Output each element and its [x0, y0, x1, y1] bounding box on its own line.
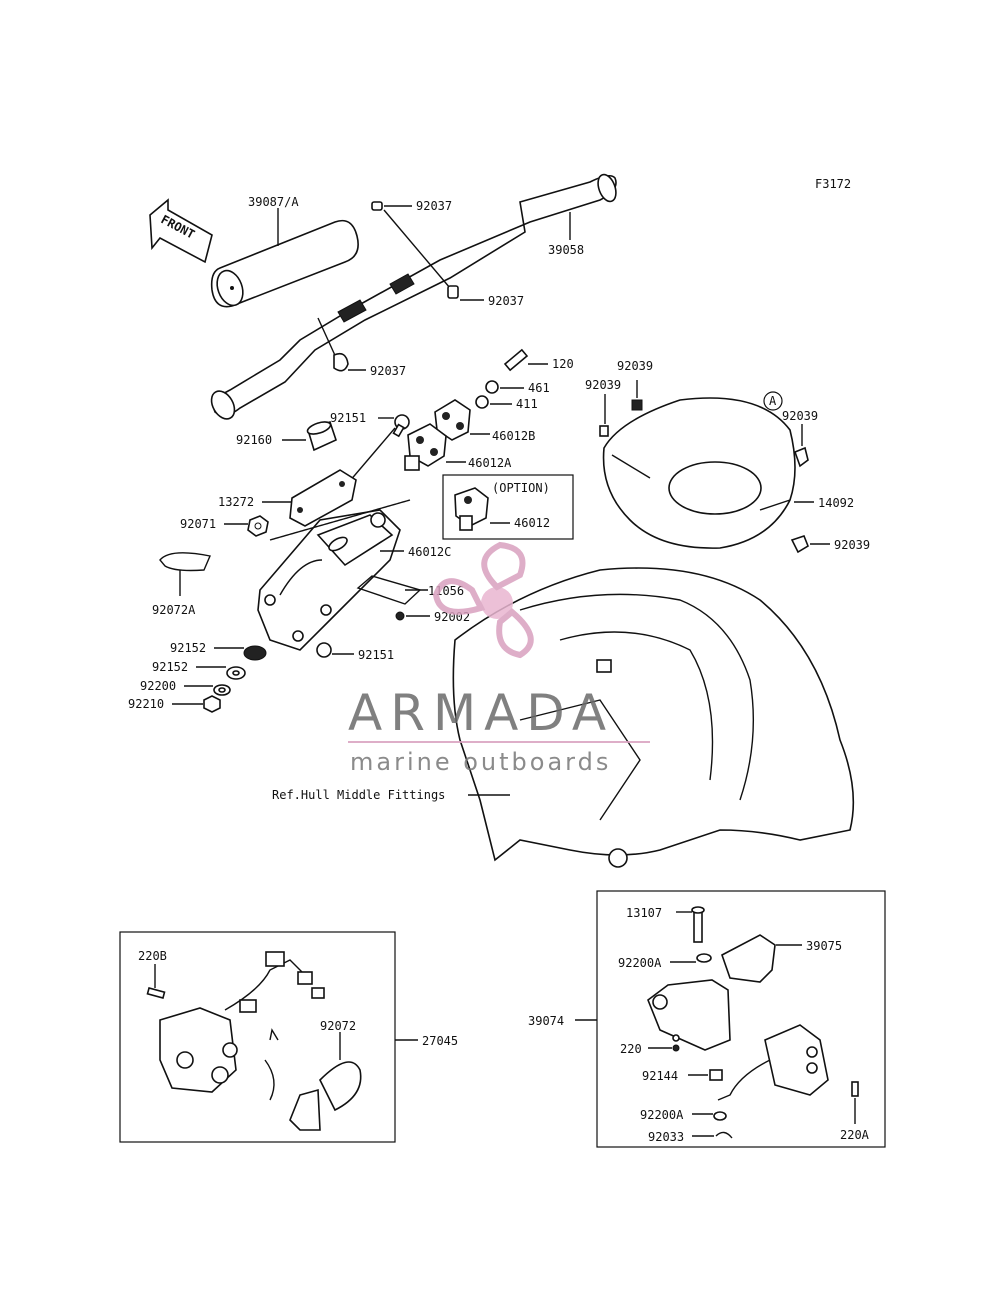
- throttle-lever-box: [596, 890, 886, 1148]
- holder-46012A: [404, 423, 447, 471]
- nut-92071: [247, 515, 269, 537]
- steering-column: [257, 509, 401, 651]
- callout-13272: 13272: [218, 495, 254, 509]
- callout-46012C: 46012C: [408, 545, 451, 559]
- callout-46012B: 46012B: [492, 429, 535, 443]
- clip-92039-right: [793, 446, 809, 468]
- callout-92152-b: 92152: [152, 660, 188, 674]
- callout-220A: 220A: [840, 1128, 870, 1142]
- washer-92200A-upper: [696, 953, 712, 963]
- screw-92002: [395, 611, 405, 621]
- ref-hull-label: Ref.Hull Middle Fittings: [272, 788, 445, 802]
- callout-92200: 92200: [140, 679, 176, 693]
- callout-92072: 92072: [320, 1019, 356, 1033]
- armada-watermark: ARMADA marine outboards: [348, 541, 650, 776]
- callout-92160: 92160: [236, 433, 272, 447]
- bolt-13107: [691, 906, 705, 943]
- svg-text:A: A: [769, 394, 777, 408]
- spring-92144: [709, 1069, 723, 1081]
- option-box: (OPTION) 46012: [442, 474, 574, 540]
- band-92072A: [159, 552, 211, 572]
- propeller-logo-icon: [432, 541, 534, 659]
- nut-92210: [203, 695, 221, 713]
- bolt-120: [503, 348, 529, 372]
- washer-92152-b: [226, 666, 246, 680]
- clip-lower: [333, 352, 349, 372]
- callout-92151-upper: 92151: [330, 411, 366, 425]
- clip-upper: [371, 201, 383, 211]
- handlebar: [210, 173, 617, 420]
- washer-411: [475, 395, 489, 409]
- bolt-92151-upper: [392, 414, 410, 438]
- switch-assembly-box: [119, 931, 396, 1143]
- callout-92200A-upper: 92200A: [618, 956, 662, 970]
- callout-92039-right: 92039: [782, 409, 818, 423]
- callout-92033: 92033: [648, 1130, 684, 1144]
- callout-92200A-lower: 92200A: [640, 1108, 684, 1122]
- bolt-92151-lower: [316, 642, 332, 658]
- clip-92039-left: [599, 425, 609, 437]
- grommet-92039-center: [631, 399, 643, 411]
- washer-92200A-lower: [713, 1111, 727, 1121]
- callout-14092: 14092: [818, 496, 854, 510]
- callout-92037-lower: 92037: [370, 364, 406, 378]
- cover-14092: [602, 397, 796, 549]
- callout-220B: 220B: [138, 949, 167, 963]
- callout-39058: 39058: [548, 243, 584, 257]
- bracket-13272: [289, 469, 357, 527]
- callout-92152-a: 92152: [170, 641, 206, 655]
- hull-middle: [452, 567, 855, 868]
- clip-92039-bottom: [790, 535, 809, 554]
- callout-92039-center: 92039: [617, 359, 653, 373]
- washer-92200: [213, 684, 231, 696]
- washer-461: [485, 380, 499, 394]
- callout-13107: 13107: [626, 906, 662, 920]
- washer-92152-a: [243, 645, 267, 661]
- sleeve-92160: [306, 420, 337, 452]
- callout-92210: 92210: [128, 697, 164, 711]
- callout-46012: 46012: [514, 516, 550, 530]
- grip-tube: [210, 219, 359, 308]
- callout-39087A: 39087/A: [248, 195, 299, 209]
- reference-marker-a-upper: A: [763, 391, 783, 411]
- callout-92039-left: 92039: [585, 378, 621, 392]
- callout-220: 220: [620, 1042, 642, 1056]
- bolt-220B: [146, 987, 166, 999]
- clip-92033: [715, 1131, 733, 1139]
- callout-92071: 92071: [180, 517, 216, 531]
- callout-411: 411: [516, 397, 538, 411]
- callout-92151-lower: 92151: [358, 648, 394, 662]
- callout-46012A: 46012A: [468, 456, 512, 470]
- callout-120: 120: [552, 357, 574, 371]
- callout-461: 461: [528, 381, 550, 395]
- lever-housing: [647, 979, 731, 1051]
- clip-middle: [447, 285, 459, 299]
- callout-92039-bottom: 92039: [834, 538, 870, 552]
- switch-housing: [764, 1024, 829, 1096]
- callout-92072A: 92072A: [152, 603, 196, 617]
- svg-text:(OPTION): (OPTION): [492, 481, 550, 495]
- front-arrow-icon: FRONT: [149, 198, 213, 264]
- callout-39075: 39075: [806, 939, 842, 953]
- watermark-tagline: marine outboards: [350, 748, 611, 776]
- callout-92037-upper: 92037: [416, 199, 452, 213]
- screw-220A: [851, 1081, 859, 1097]
- callout-39074: 39074: [528, 1014, 564, 1028]
- callout-92037-middle: 92037: [488, 294, 524, 308]
- lever-39075: [721, 934, 776, 983]
- callout-27045: 27045: [422, 1034, 458, 1048]
- callout-92144: 92144: [642, 1069, 678, 1083]
- figure-code: F3172: [815, 177, 851, 191]
- watermark-brand: ARMADA: [348, 684, 614, 742]
